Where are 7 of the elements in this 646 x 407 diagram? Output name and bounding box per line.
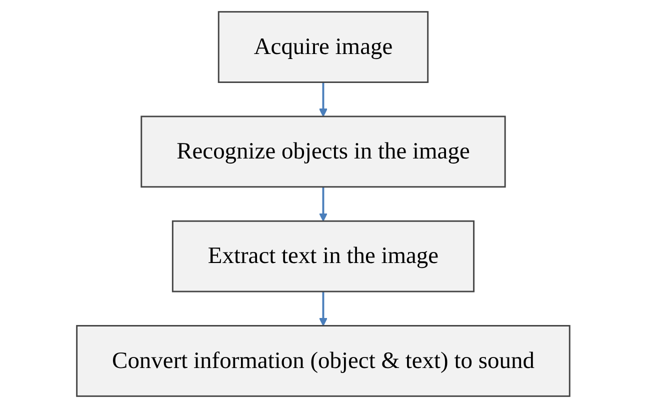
node-box: Acquire image bbox=[218, 10, 428, 82]
arrow bbox=[318, 82, 328, 116]
node-box: Convert information (object & text) to sound bbox=[76, 324, 570, 396]
arrow bbox=[318, 291, 328, 326]
arrow bbox=[318, 186, 328, 221]
node-box: Recognize objects in the image bbox=[140, 115, 506, 188]
node-box: Extract text in the image bbox=[172, 220, 474, 292]
